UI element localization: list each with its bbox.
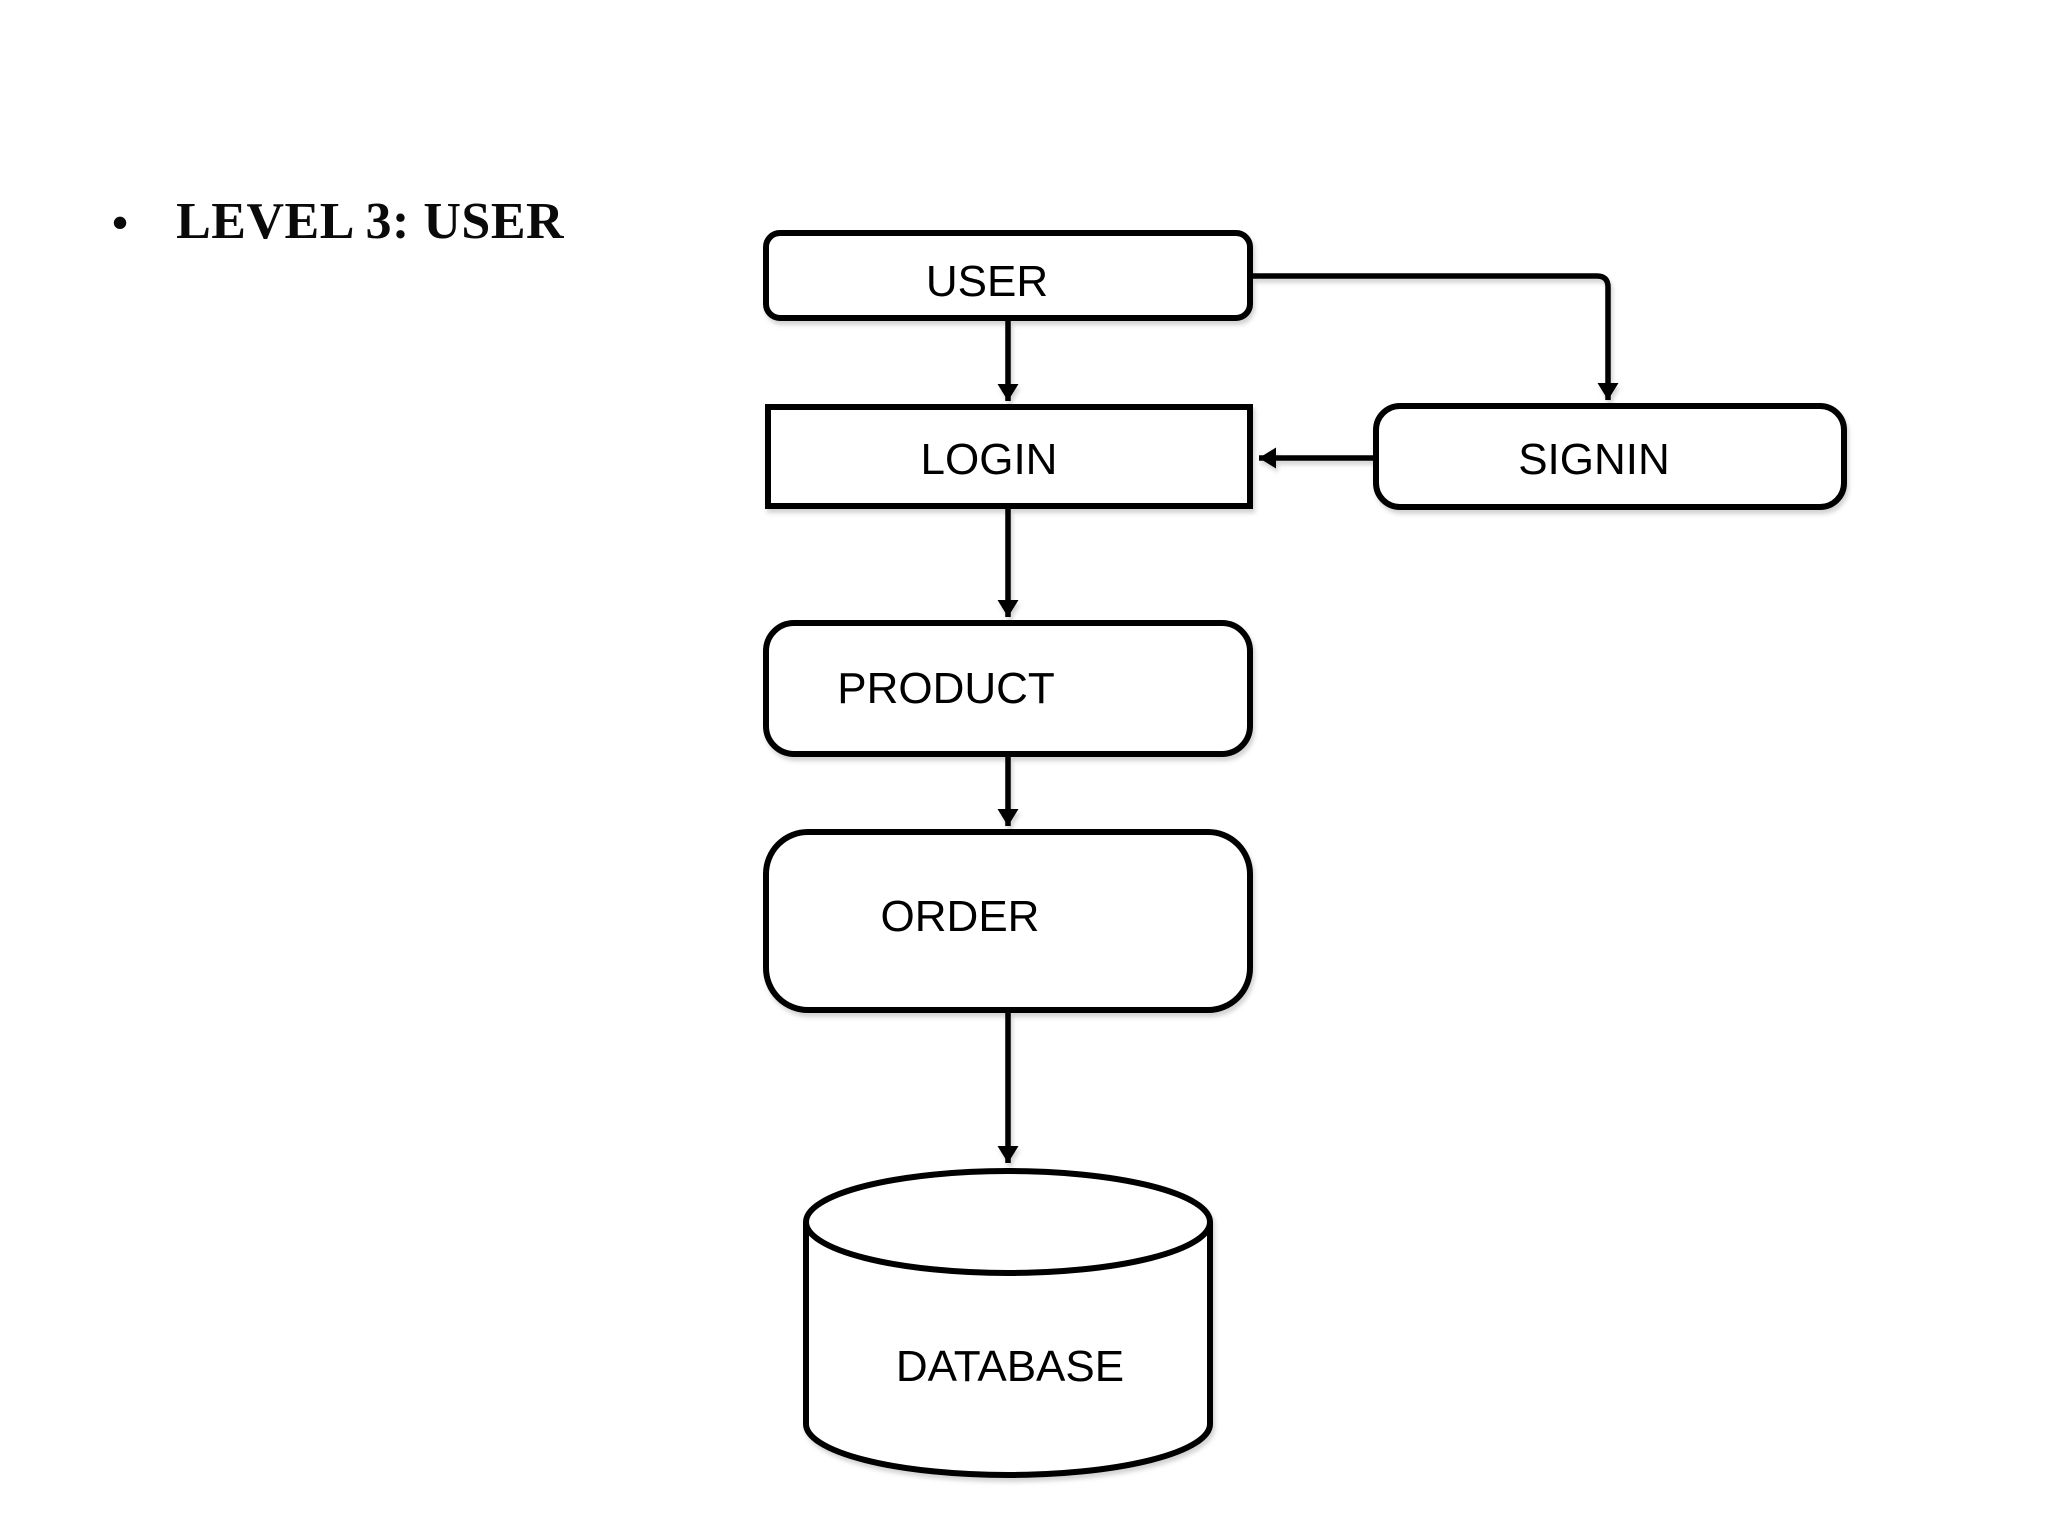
bullet-point: •: [112, 197, 129, 248]
node-order-label: ORDER: [881, 892, 1040, 941]
node-user-label: USER: [926, 257, 1048, 306]
node-user: [763, 230, 1253, 321]
node-order: [763, 829, 1253, 1013]
node-signin: [1373, 403, 1847, 510]
node-login-label: LOGIN: [921, 435, 1058, 484]
node-signin-label: SIGNIN: [1518, 435, 1670, 484]
node-product-label: PRODUCT: [837, 664, 1055, 713]
database-cylinder-top: [803, 1168, 1213, 1276]
node-database: DATABASE: [803, 1168, 1213, 1478]
node-database-label: DATABASE: [896, 1342, 1124, 1391]
edge-user-signin: [1250, 273, 1619, 400]
node-product: [763, 620, 1253, 757]
slide-title: • LEVEL 3: USER: [112, 191, 564, 253]
node-login: [765, 404, 1253, 509]
title-text: LEVEL 3: USER: [176, 193, 565, 250]
database-cylinder-body: [803, 1222, 1213, 1478]
